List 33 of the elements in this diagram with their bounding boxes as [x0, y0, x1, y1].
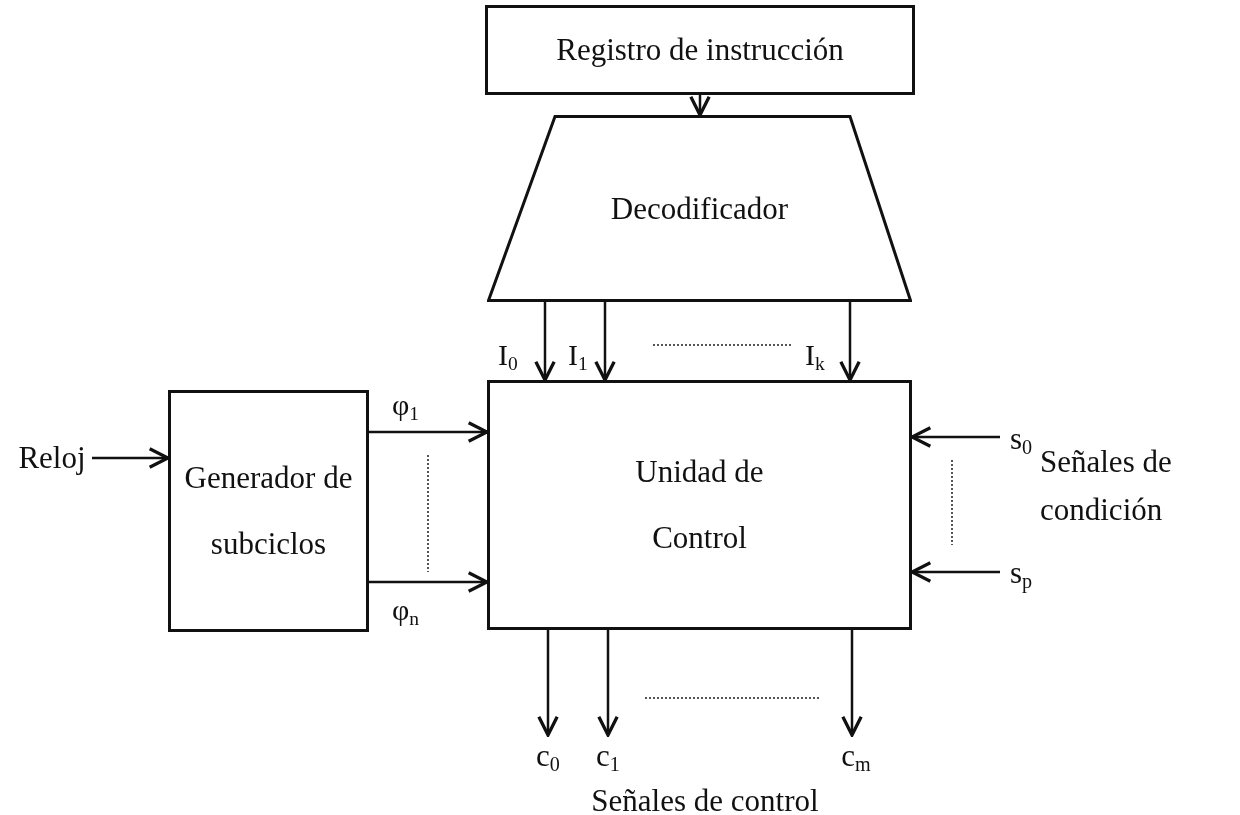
decoder-trapezoid: [487, 115, 912, 302]
arrow: [910, 426, 1000, 448]
arrow: [369, 571, 489, 593]
signal-label: s$_{p}$: [1009, 554, 1033, 594]
arrow: [839, 302, 861, 382]
arrow: [92, 447, 170, 469]
arrow: [689, 95, 711, 117]
edge-label: φ$_{1}$: [392, 390, 420, 424]
edge-label: I$_{k}$: [805, 340, 825, 374]
arrow: [841, 630, 863, 737]
node-text: Registro de instrucción: [556, 31, 844, 69]
arrow: [594, 302, 616, 382]
node-text: Unidad de Control: [634, 453, 765, 557]
arrow: [597, 630, 619, 737]
signal-label: c$_{1}$: [596, 737, 620, 777]
edge-label: φ$_{n}$: [392, 595, 420, 629]
control-unit-box: [487, 380, 912, 630]
arrow: [910, 561, 1000, 583]
edge-label: I$_{0}$: [498, 340, 518, 374]
signal-label: c$_{0}$: [536, 737, 560, 777]
process-box: [168, 390, 369, 632]
group-label: Señales de condición: [1040, 443, 1173, 530]
node-text: Decodificador: [610, 189, 789, 228]
signal-label: s$_{0}$: [1009, 420, 1033, 460]
register-box: [485, 5, 915, 95]
arrow: [534, 302, 556, 382]
edge-label: I$_{1}$: [568, 340, 588, 374]
arrow: [537, 630, 559, 737]
node-text: Generador de subciclos: [183, 459, 354, 563]
group-label: Señales de control: [590, 785, 820, 815]
signal-label: c$_{m}$: [841, 737, 871, 777]
input-label: Reloj: [18, 439, 86, 477]
arrow: [369, 421, 489, 443]
